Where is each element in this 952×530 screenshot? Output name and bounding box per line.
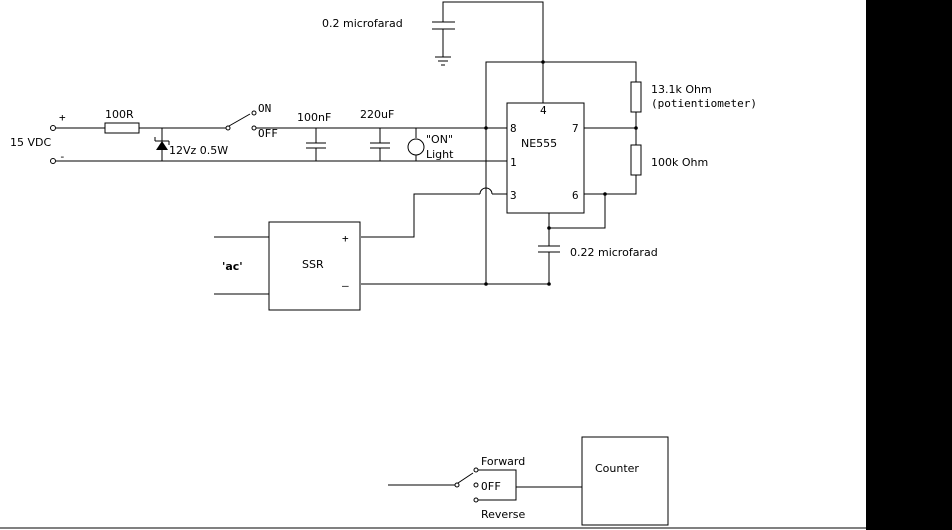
pin-7-label: 7 (572, 122, 579, 135)
capacitor-top-label: 0.2 microfarad (322, 17, 403, 30)
switch-off-label: OFF (258, 127, 278, 140)
resistor-100r (104, 122, 140, 134)
ne555-label: NE555 (521, 137, 557, 150)
resistor-100k-label: 100k Ohm (651, 156, 708, 169)
capacitor-timing-label: 0.22 microfarad (570, 246, 658, 259)
minus-sign: - (59, 150, 66, 163)
capacitor-timing (538, 228, 560, 284)
forward-label: Forward (481, 455, 525, 468)
ssr-plus: + (342, 232, 349, 245)
on-light-label-2: Light (426, 148, 454, 161)
supply-voltage-label: 15 VDC (10, 136, 51, 149)
zener-label: 12Vz 0.5W (169, 144, 228, 157)
capacitor-220uf (370, 128, 390, 161)
power-switch[interactable] (225, 110, 257, 131)
potentiometer-13k (630, 81, 642, 113)
potentiometer-label: 13.1k Ohm (651, 83, 712, 96)
resistor-100r-label: 100R (105, 108, 134, 121)
right-black-band (866, 0, 952, 530)
ssr-label: SSR (302, 258, 324, 271)
off-label: OFF (481, 480, 501, 493)
power-input: + - 15 VDC (10, 111, 66, 164)
potentiometer-note: (potientiometer) (651, 97, 757, 110)
resistor-100k (630, 144, 642, 176)
reverse-label: Reverse (481, 508, 525, 521)
direction-switch[interactable] (454, 467, 479, 503)
capacitor-top (432, 1, 544, 103)
ssr-minus: – (342, 279, 349, 292)
switch-on-label: ON (258, 102, 271, 115)
pin-8-label: 8 (510, 122, 517, 135)
minus-terminal (50, 158, 56, 164)
capacitor-220uf-label: 220uF (360, 108, 394, 121)
ac-label: 'ac' (222, 260, 243, 273)
pin-6-label: 6 (572, 189, 579, 202)
counter-label: Counter (595, 462, 639, 475)
zener-diode (154, 128, 170, 161)
capacitor-100nf-label: 100nF (297, 111, 331, 124)
counter-box (581, 436, 669, 526)
on-light-lamp (407, 128, 425, 161)
ne555-chip (506, 102, 585, 214)
plus-sign: + (59, 111, 66, 124)
capacitor-100nf (306, 128, 326, 161)
plus-terminal (50, 125, 56, 131)
pin-3-label: 3 (510, 189, 517, 202)
pin-4-label: 4 (540, 104, 547, 117)
ssr-box (268, 221, 361, 311)
on-light-label-1: "ON" (426, 133, 453, 146)
pin-1-label: 1 (510, 156, 517, 169)
